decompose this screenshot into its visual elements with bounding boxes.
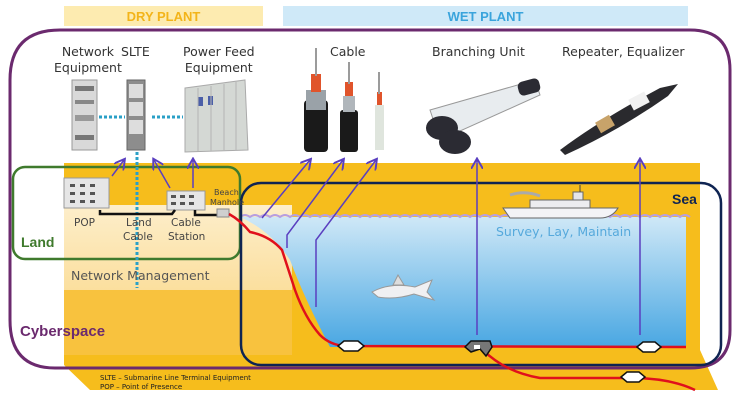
branching-unit-device [426,78,541,154]
arrow-pop-ne [111,160,124,177]
power-feed-label: Power Feed Equipment [183,44,255,75]
repeater-marker-3 [619,371,647,383]
sea-region-label: Sea [672,191,697,207]
submarine-cable [228,212,687,349]
slte-rack [126,79,146,151]
legend-pop: POP – Point of Presence [100,383,183,391]
pop-label: POP [74,217,95,229]
pop-building [63,177,110,209]
station-to-manhole-line [193,210,217,217]
land-lower [64,290,292,355]
shark-icon [371,273,436,301]
arrow-cable-1 [261,160,310,219]
repeater-marker-2 [635,341,663,353]
branch-cable [482,349,696,392]
legend-slte: SLTE – Submarine Line Terminal Equipment [100,374,251,382]
network-management-label: Network Management [71,268,210,283]
sea-boundary [239,181,723,367]
beach-manhole [216,208,230,218]
sea-water [240,217,686,347]
wet-plant-header: WET PLANT [283,6,688,26]
arrow-cable-3 [315,160,376,307]
branching-unit-marker [463,340,493,358]
land-cable-label-2: Cable [123,231,153,243]
dry-plant-header: DRY PLANT [64,6,263,26]
arrow-cs-pfe1 [154,160,171,189]
cable-station-building [166,190,206,211]
repeater-marker-1 [336,340,366,352]
cable-station-label-2: Station [168,231,206,243]
land-cable-line [98,209,176,216]
cable-station-label-1: Cable [171,217,201,229]
beach-manhole-label-1: Beach [214,188,239,197]
legend: SLTE – Submarine Line Terminal Equipment… [100,374,251,392]
wave-line [239,214,691,219]
power-feed-cabinet [184,79,249,153]
branching-unit-label: Branching Unit [432,44,525,59]
slte-label: SLTE [121,44,150,59]
repeater-equalizer-label: Repeater, Equalizer [562,44,685,59]
beach-manhole-label-2: Manhole [210,198,244,207]
network-equipment-label: Network Equipment [54,44,122,75]
cyberspace-region-label: Cyberspace [20,323,106,340]
arrow-cable-2 [286,160,343,248]
repeater-device [560,84,678,155]
cable-label: Cable [330,44,366,59]
survey-ship-icon [502,185,619,219]
survey-lay-maintain-label: Survey, Lay, Maintain [496,224,632,239]
cyberspace-boundary [8,28,732,370]
network-equipment-rack [71,79,98,151]
cable-samples [304,48,384,152]
land-region-label: Land [21,234,55,250]
land-cable-label-1: Land [126,217,152,229]
